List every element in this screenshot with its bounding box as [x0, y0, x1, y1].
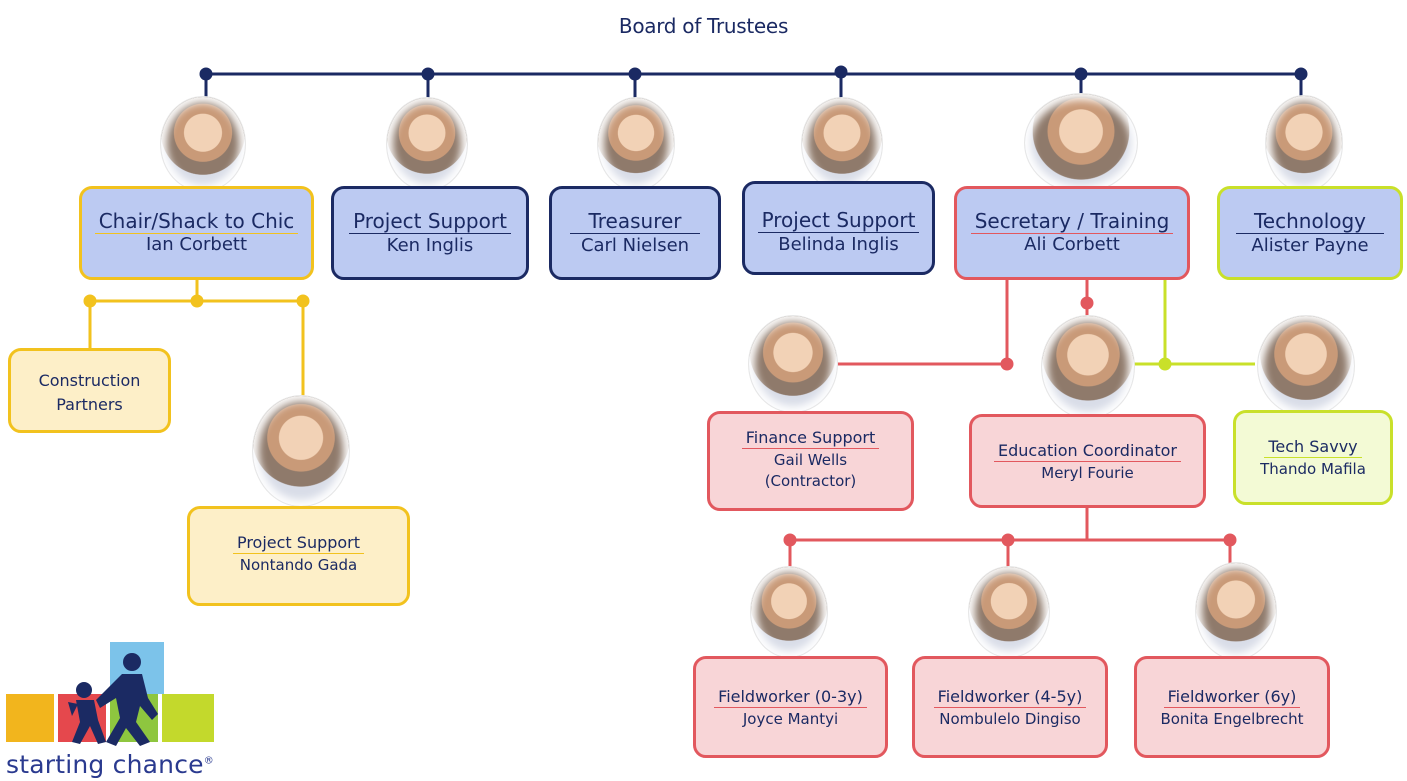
portrait-joyce-mantyi	[750, 566, 828, 658]
portrait-carl-nielsen	[597, 97, 675, 191]
trustee-name: Belinda Inglis	[778, 234, 899, 255]
portrait-meryl-fourie	[1041, 315, 1135, 419]
trustee-name: Alister Payne	[1251, 235, 1369, 256]
trustee-role: Treasurer	[570, 209, 700, 234]
portrait-ali-corbett	[1024, 93, 1138, 193]
staff-role: Fieldworker (6y)	[1163, 687, 1301, 708]
staff-role: Fieldworker (0-3y)	[714, 687, 867, 708]
chart-title: Board of Trustees	[618, 14, 789, 38]
trustee-name: Carl Nielsen	[580, 235, 690, 256]
trustee-role: Technology	[1235, 209, 1385, 234]
trustee-role: Chair/Shack to Chic	[94, 209, 299, 234]
trustee-role: Secretary / Training	[970, 209, 1174, 234]
portrait-nontando-gada	[252, 395, 350, 507]
education-coordinator-box: Education Coordinator Meryl Fourie	[969, 414, 1206, 508]
finance-support-box: Finance Support Gail Wells (Contractor)	[707, 411, 914, 511]
staff-name: Nontando Gada	[239, 556, 358, 574]
construction-partners-box: Construction Partners	[8, 348, 171, 433]
staff-name: Joyce Mantyi	[742, 710, 839, 728]
logo-text: starting chance	[6, 750, 204, 779]
trustee-name: Ken Inglis	[386, 235, 474, 256]
trustee-treasurer-box: Treasurer Carl Nielsen	[549, 186, 721, 280]
logo-wordmark: starting chance®	[6, 750, 214, 779]
staff-name: Nombulelo Dingiso	[939, 710, 1081, 728]
fieldworker-box: Fieldworker (4-5y) Nombulelo Dingiso	[912, 656, 1108, 758]
trustee-technology-box: Technology Alister Payne	[1217, 186, 1403, 280]
portrait-ken-inglis	[386, 97, 468, 191]
staff-name: Thando Mafila	[1260, 460, 1366, 478]
staff-name: Gail Wells	[773, 451, 848, 469]
portrait-gail-wells	[748, 315, 838, 413]
portrait-ian-corbett	[160, 96, 246, 192]
staff-role: Finance Support	[741, 428, 880, 449]
portrait-bonita-engelbrecht	[1195, 562, 1277, 660]
trustee-role: Project Support	[757, 208, 920, 233]
fieldworker-box: Fieldworker (6y) Bonita Engelbrecht	[1134, 656, 1330, 758]
trustee-project-support-box: Project Support Ken Inglis	[331, 186, 529, 280]
portrait-thando-mafila	[1257, 315, 1355, 417]
portrait-belinda-inglis	[801, 97, 883, 191]
chair-project-support-box: Project Support Nontando Gada	[187, 506, 410, 606]
portrait-alister-payne	[1265, 95, 1343, 192]
starting-chance-logo	[6, 642, 216, 746]
staff-role: Project Support	[232, 533, 365, 554]
staff-role: Tech Savvy	[1264, 437, 1362, 458]
children-silhouette-icon	[68, 653, 158, 746]
registered-mark: ®	[203, 755, 214, 767]
fieldworker-box: Fieldworker (0-3y) Joyce Mantyi	[693, 656, 888, 758]
staff-role: Education Coordinator	[994, 441, 1181, 462]
construction-partners-label: Construction Partners	[38, 371, 141, 414]
staff-name: Bonita Engelbrecht	[1160, 710, 1304, 728]
trustee-name: Ian Corbett	[145, 234, 248, 255]
trustee-chair-box: Chair/Shack to Chic Ian Corbett	[79, 186, 314, 280]
staff-name: Meryl Fourie	[1041, 464, 1134, 482]
trustee-secretary-box: Secretary / Training Ali Corbett	[954, 186, 1190, 280]
trustee-role: Project Support	[349, 209, 511, 234]
staff-role: Fieldworker (4-5y)	[933, 687, 1087, 708]
trustee-project-support-box-2: Project Support Belinda Inglis	[742, 181, 935, 275]
tech-savvy-box: Tech Savvy Thando Mafila	[1233, 410, 1393, 505]
trustee-name: Ali Corbett	[1024, 234, 1120, 255]
portrait-nombulelo-dingiso	[968, 566, 1050, 658]
staff-note: (Contractor)	[764, 472, 857, 490]
